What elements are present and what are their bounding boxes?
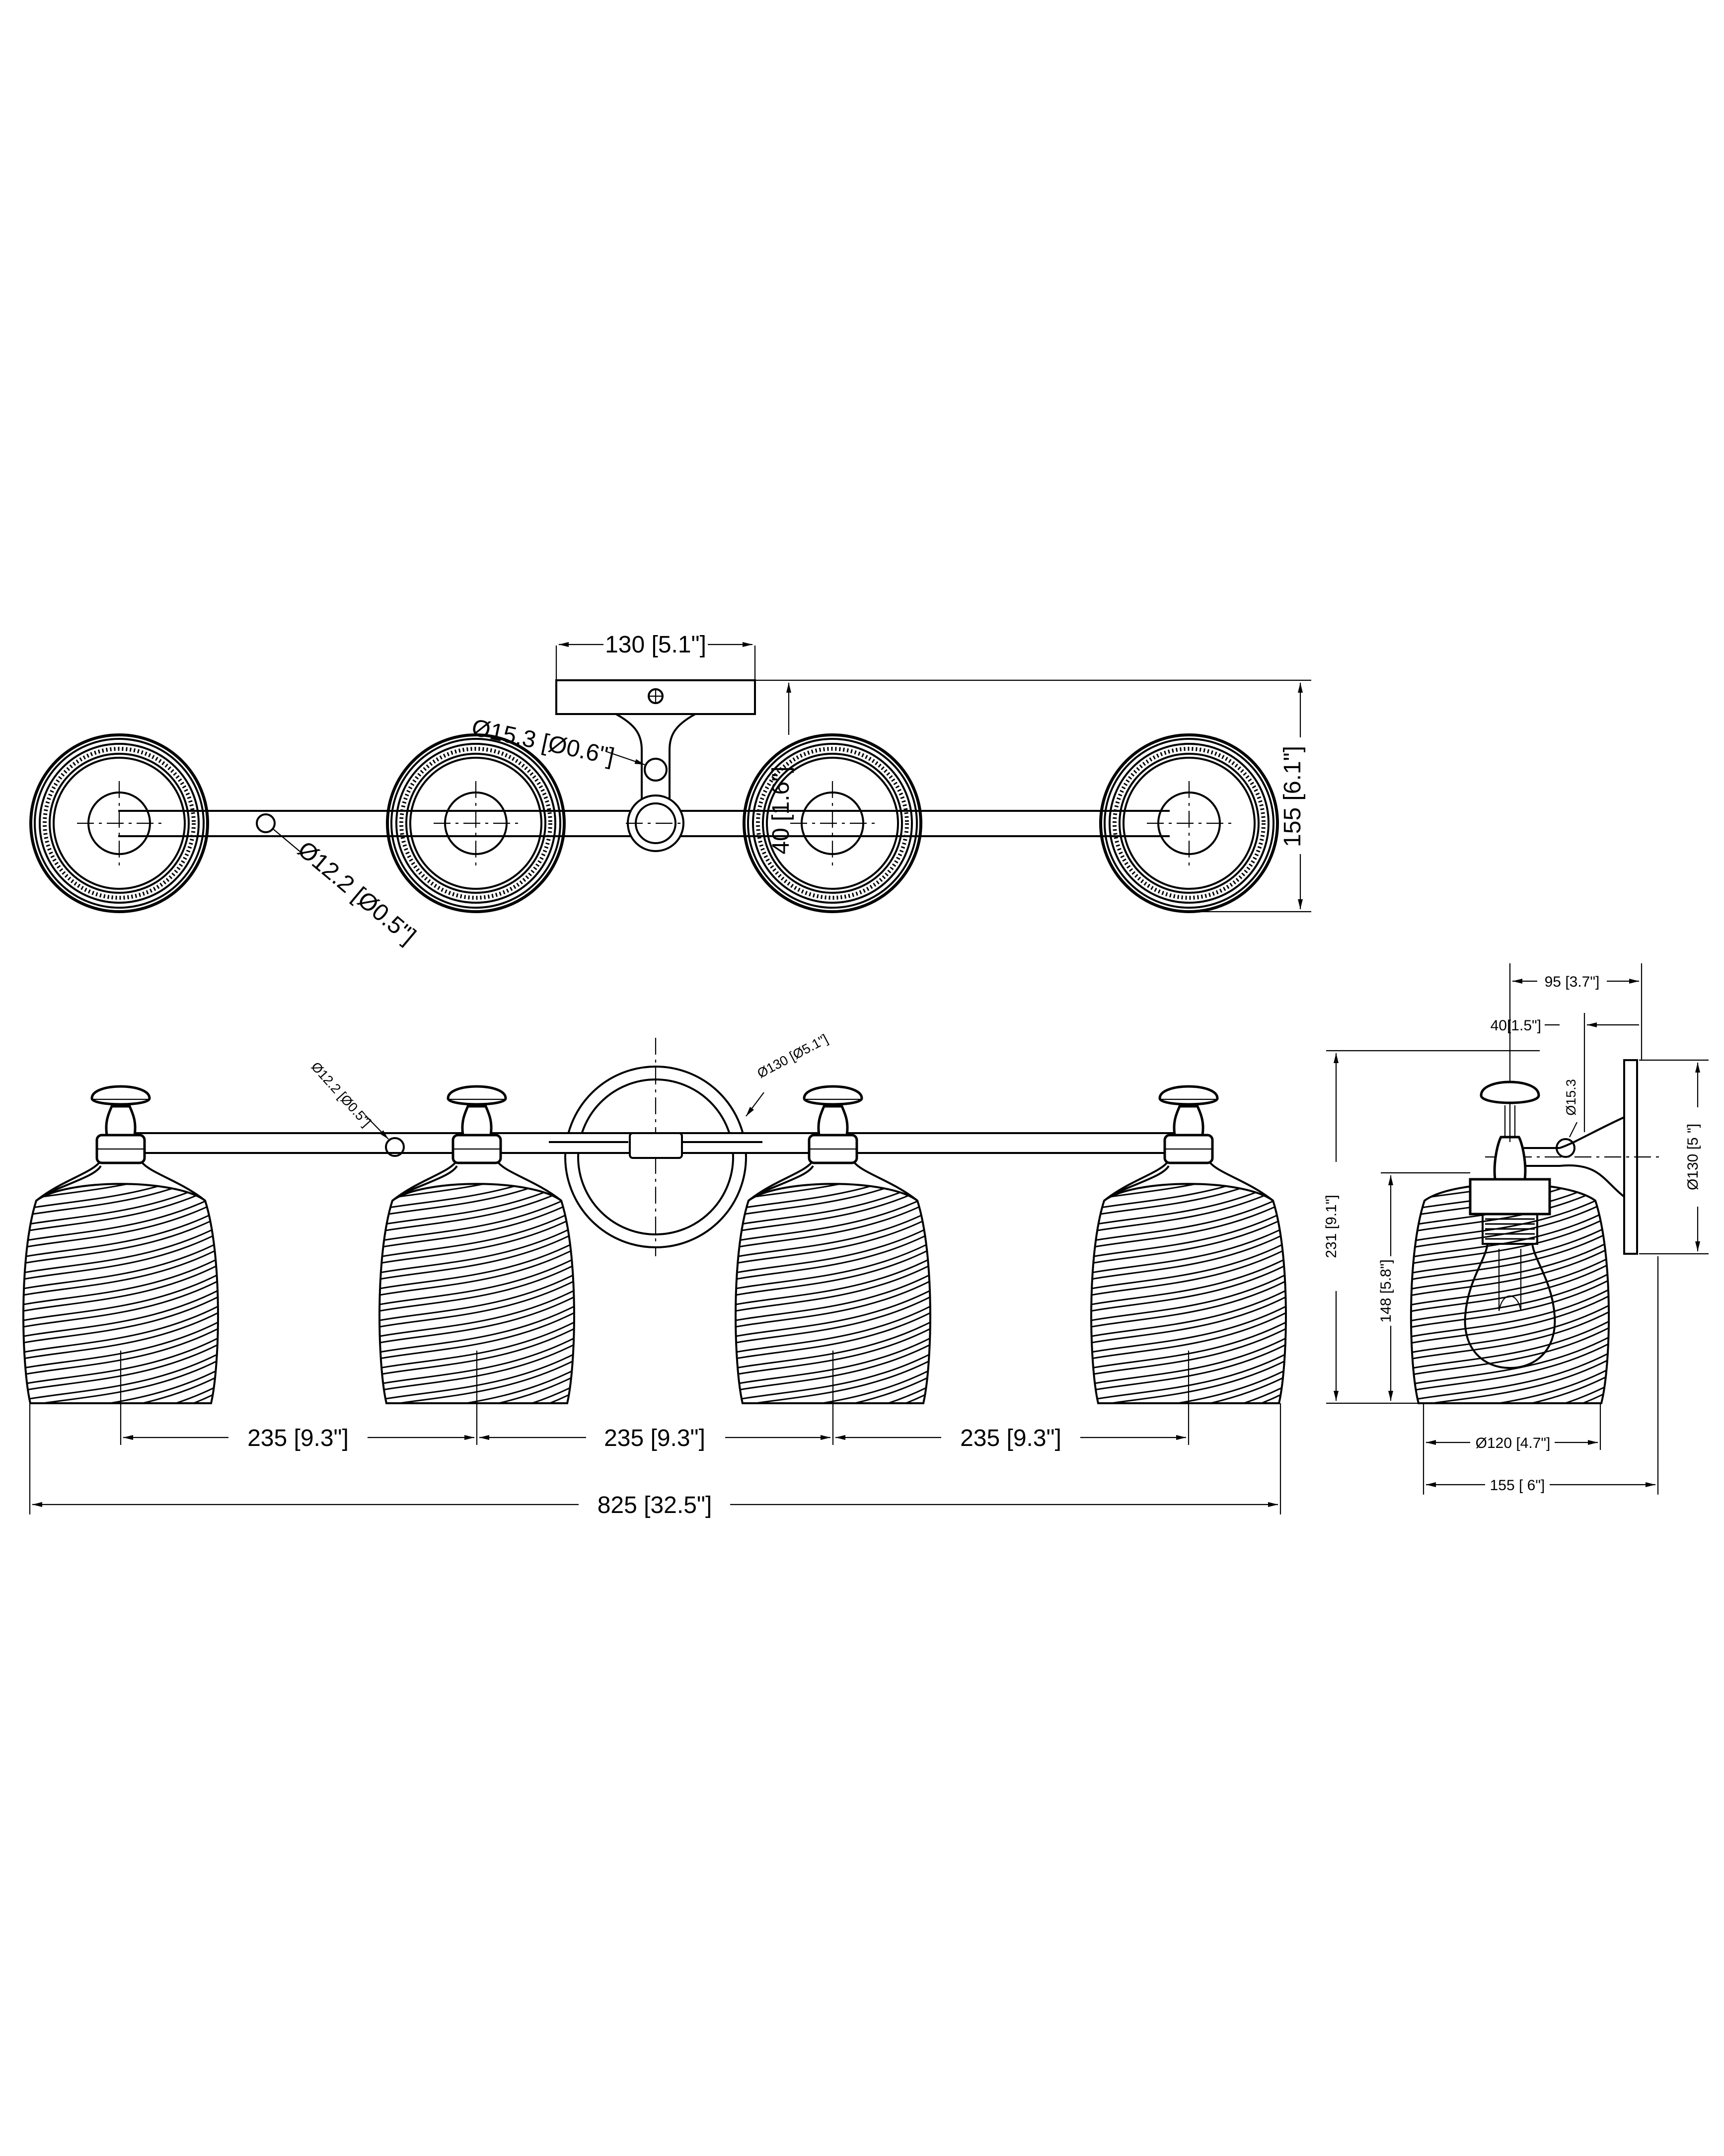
top-view-shade-4: [1101, 735, 1277, 912]
dim-stem-diameter: Ø15.3 [Ø0.6"]: [469, 715, 617, 771]
dim-front-arm-diameter: Ø12.2 [Ø0.5"]: [308, 1059, 374, 1130]
top-view: 130 [5.1"] 155 [6.1"] 40 [1.6"] Ø15.3 [Ø…: [31, 632, 1311, 949]
dim-side-canopy-extension: 95 [3.7"]: [1545, 974, 1600, 990]
front-view: Ø12.2 [Ø0.5"] Ø130 [Ø5.1"] 235 [9.3"] 23…: [6, 1031, 1313, 1518]
dim-overall-width: 825 [32.5"]: [598, 1492, 712, 1518]
dim-canopy-width: 130 [5.1"]: [605, 632, 706, 658]
top-view-shade-2: [387, 735, 564, 912]
dim-side-arm-extension: 40[1.5"]: [1491, 1017, 1541, 1034]
dim-arm-depth: 40 [1.6"]: [768, 766, 794, 854]
dim-side-shade-height: 148 [5.8"]: [1378, 1259, 1394, 1322]
dim-total-height: 155 [6.1"]: [1279, 746, 1306, 847]
dim-side-overall-height: 231 [9.1"]: [1323, 1195, 1340, 1258]
dim-spacing-1: 235 [9.3"]: [247, 1425, 349, 1451]
top-view-shade-1: [31, 735, 208, 912]
dim-spacing-2: 235 [9.3"]: [604, 1425, 705, 1451]
dim-side-overall-depth: 155 [ 6"]: [1490, 1477, 1545, 1494]
dim-spacing-3: 235 [9.3"]: [960, 1425, 1061, 1451]
dim-backplate-diameter: Ø130 [Ø5.1"]: [755, 1031, 830, 1081]
side-shade: [1410, 1080, 1610, 1404]
dim-side-backplate-diameter: Ø130 [5 "]: [1685, 1124, 1701, 1190]
side-view: 95 [3.7"] 40[1.5"] Ø15.3 Ø130 [5 "] 231 …: [1323, 963, 1709, 1495]
dim-side-arm-diameter: Ø15.3: [1564, 1079, 1578, 1116]
dim-side-shade-diameter: Ø120 [4.7"]: [1476, 1435, 1551, 1451]
